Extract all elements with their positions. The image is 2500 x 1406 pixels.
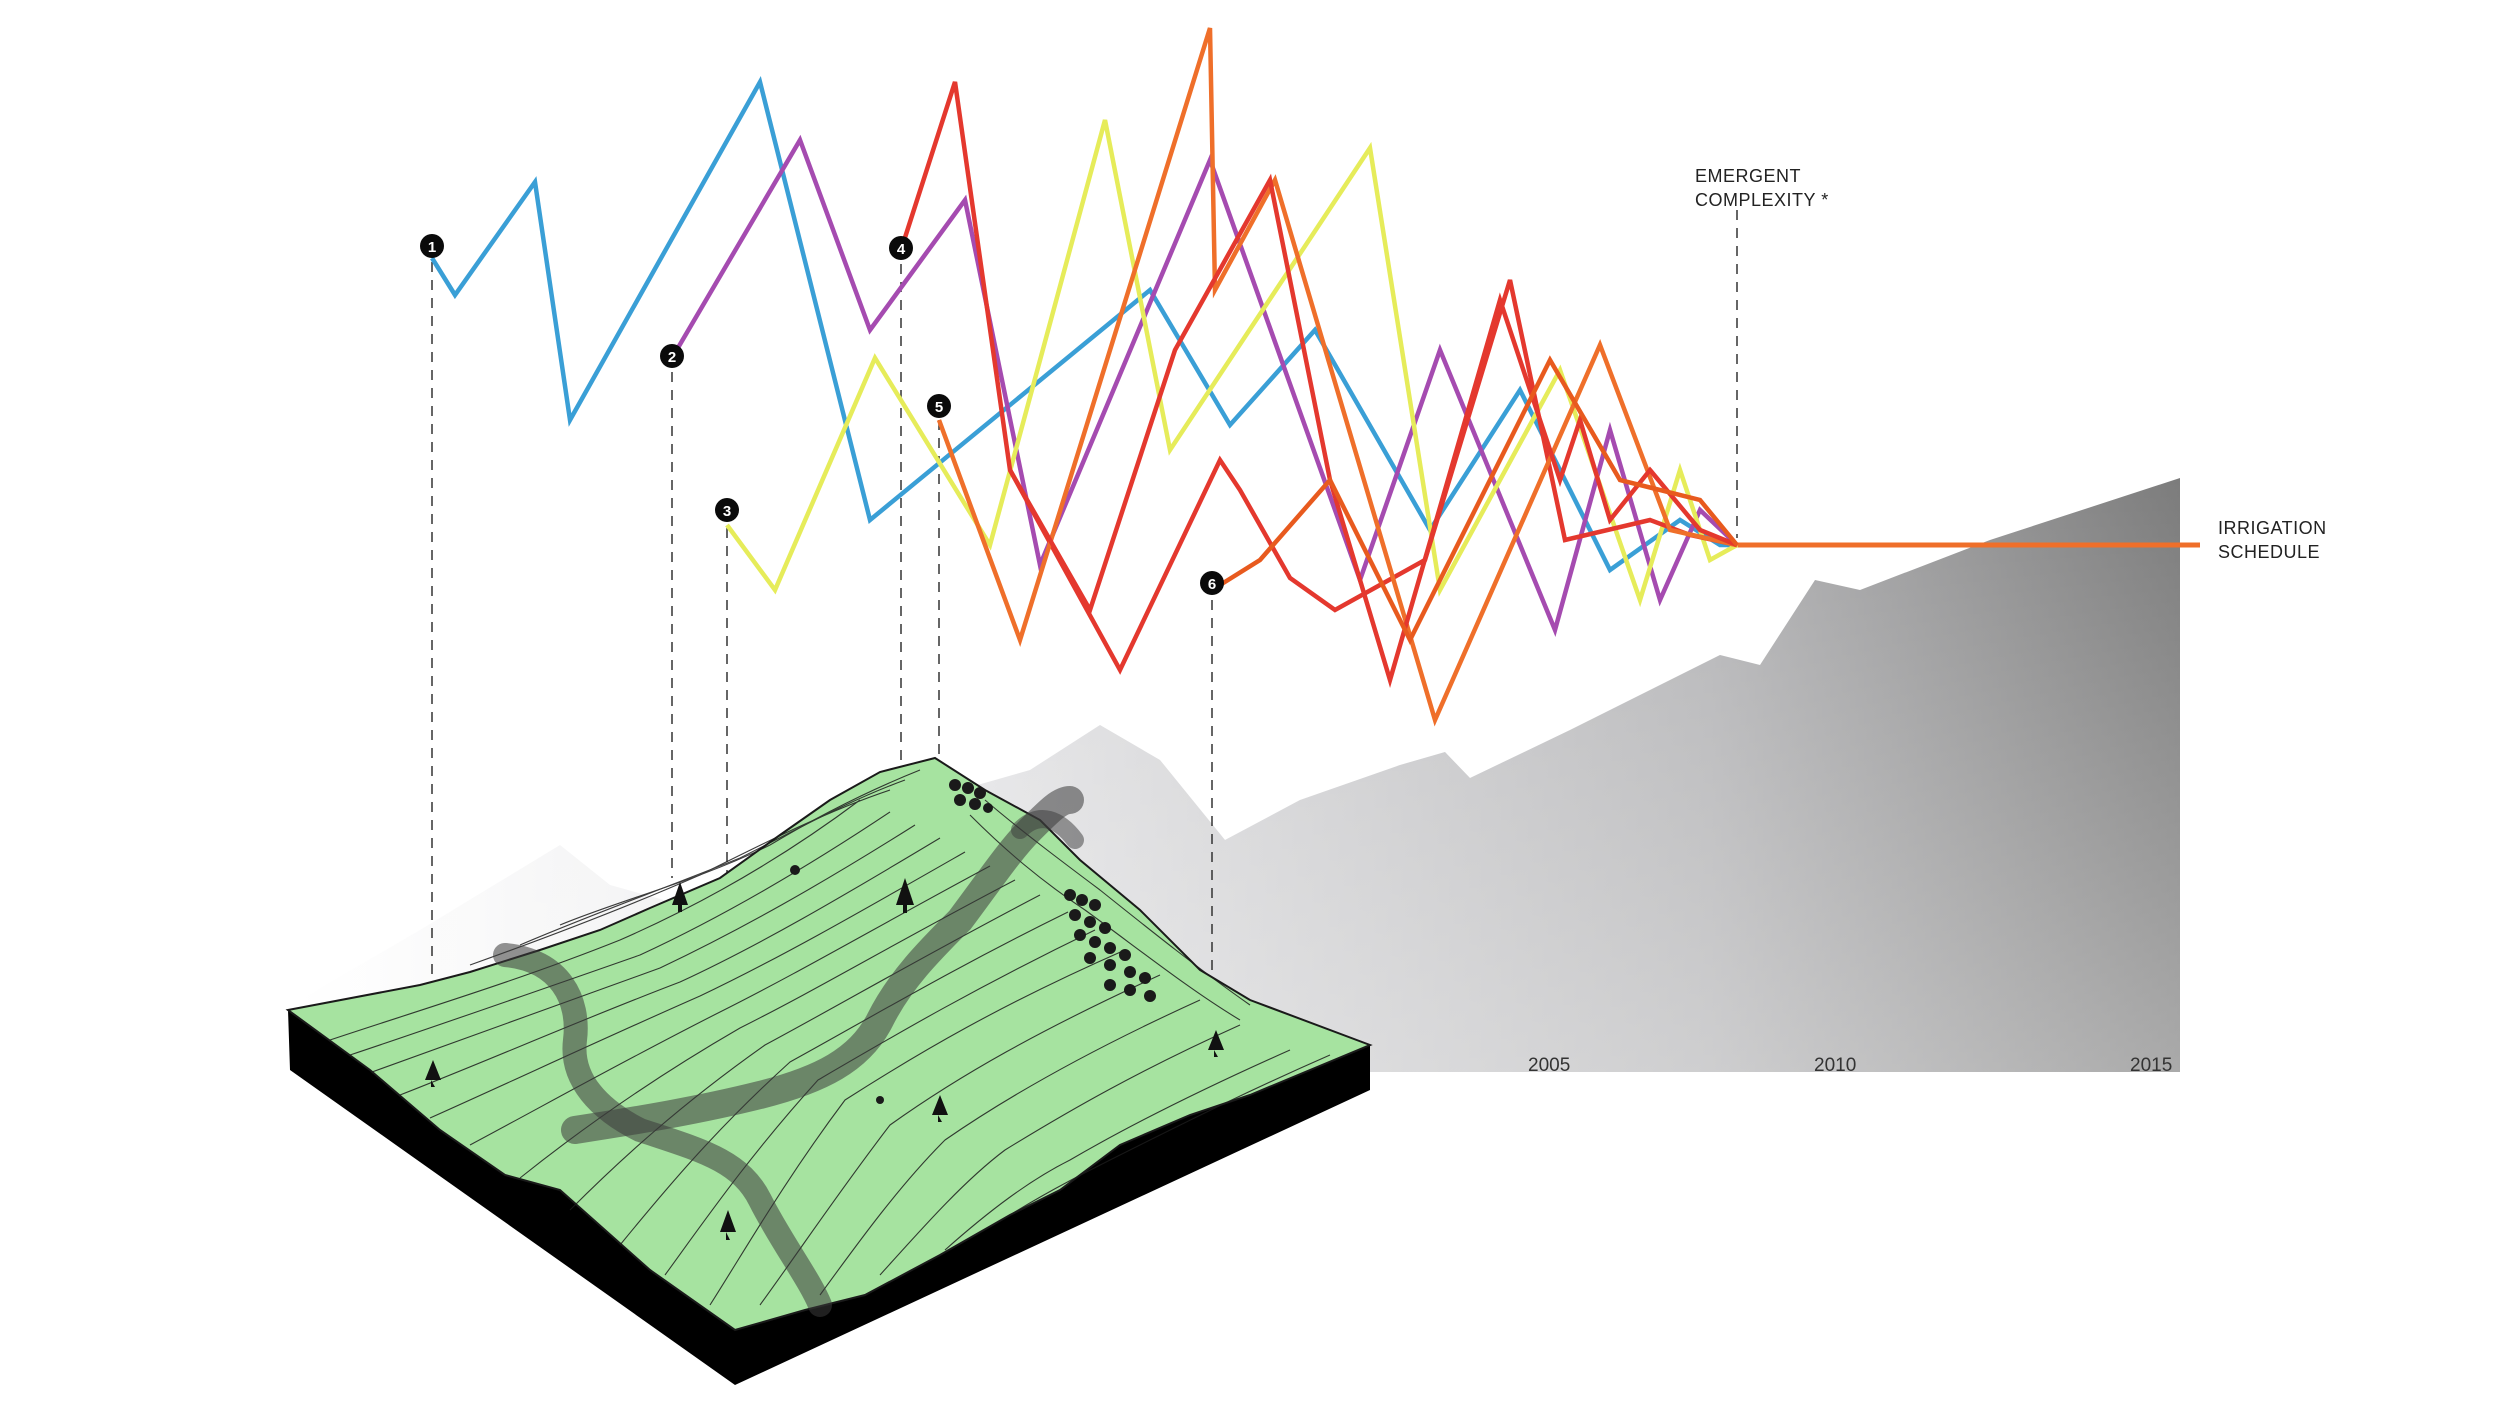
marker-5: 5 [927, 394, 951, 418]
marker-number: 2 [668, 349, 676, 366]
irrigation-label-line1: IRRIGATION [2218, 518, 2327, 538]
marker-3: 3 [715, 498, 739, 522]
year-label-2015: 2015 [2130, 1055, 2172, 1076]
marker-number: 6 [1208, 576, 1216, 593]
marker-2: 2 [660, 344, 684, 368]
marker-circle-icon [660, 344, 684, 368]
year-label-2010: 2010 [1814, 1055, 1856, 1076]
tree-icon [425, 878, 1224, 1240]
shrub-cluster-icon [790, 779, 1156, 1104]
terrain-top [285, 756, 1373, 1332]
forest-band [493, 786, 1084, 1317]
emergent-label-line1: EMERGENT [1695, 166, 1801, 186]
series-blue-line [430, 75, 1737, 574]
marker-number: 3 [723, 503, 731, 520]
marker-6: 6 [1200, 571, 1224, 595]
marker-circle-icon [1200, 571, 1224, 595]
irrigation-label-line2: SCHEDULE [2218, 542, 2320, 562]
terrain-block [285, 756, 1373, 1385]
marker-4: 4 [889, 236, 913, 260]
series-dark-orange-line [1210, 355, 1739, 646]
marker-number: 1 [428, 239, 436, 256]
marker-1: 1 [420, 234, 444, 258]
series-yellow-line [725, 119, 1739, 608]
emergent-complexity-label: EMERGENT COMPLEXITY * [1695, 166, 1829, 210]
marker-circle-icon [927, 394, 951, 418]
year-label-2005: 2005 [1528, 1055, 1570, 1076]
marker-circle-icon [420, 234, 444, 258]
zigzag-series [430, 27, 1739, 727]
irrigation-schedule-label: IRRIGATION SCHEDULE [2218, 518, 2327, 562]
marker-number: 4 [897, 241, 906, 258]
series-red-secondary-line [1008, 173, 1738, 688]
marker-number: 5 [935, 399, 943, 416]
series-orange-line [936, 27, 1738, 727]
marker-circle-icon [715, 498, 739, 522]
emergent-label-line2: COMPLEXITY * [1695, 190, 1829, 210]
marker-circle-icon [889, 236, 913, 260]
